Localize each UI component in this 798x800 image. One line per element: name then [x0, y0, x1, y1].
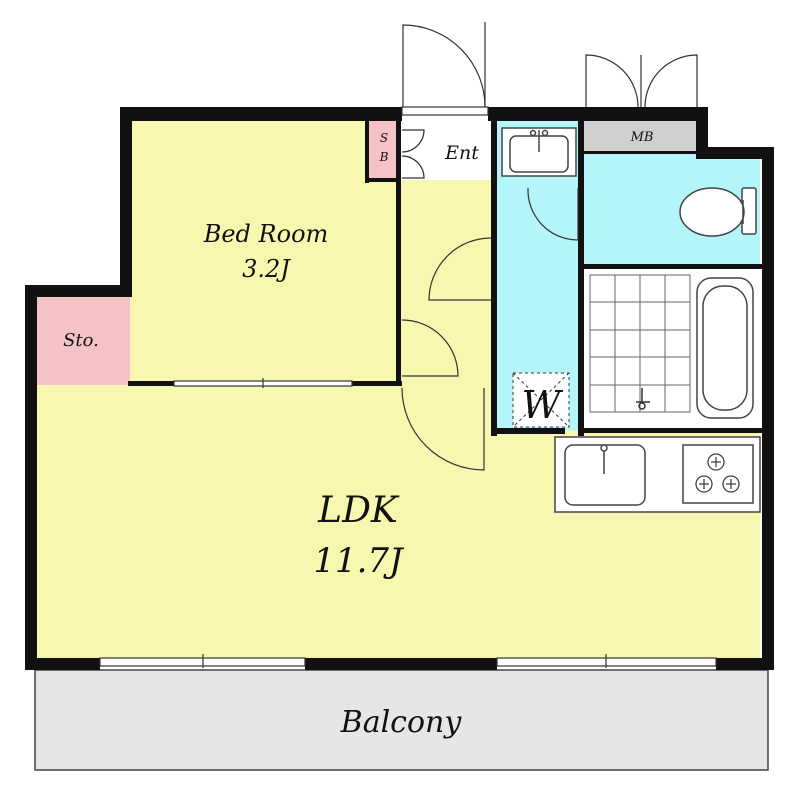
- storage-label: Sto.: [63, 330, 99, 351]
- faucet-icon: [636, 388, 650, 410]
- shoe-box-label-line1: S: [380, 131, 388, 145]
- ldk-size: 11.7J: [313, 541, 405, 581]
- door-swings: [401, 22, 698, 471]
- balcony-label: Balcony: [340, 705, 463, 740]
- bathroom-tiles: [589, 274, 691, 413]
- washbasin-icon: [501, 127, 577, 177]
- stove-burners-icon: [695, 453, 740, 493]
- washer-space: [512, 372, 570, 428]
- windows: [99, 106, 717, 668]
- shoe-box-label-line2: B: [379, 150, 389, 164]
- exterior-walls: [25, 107, 774, 670]
- kitchen-counter: [554, 436, 761, 513]
- balcony-floor: [34, 669, 769, 771]
- washer-label: W: [521, 383, 563, 427]
- shoe-box-floor: [368, 120, 400, 180]
- meter-box-floor: [584, 120, 696, 152]
- entrance-label: Ent: [444, 142, 479, 164]
- bedroom-size: 3.2J: [242, 255, 291, 283]
- bedroom-floor: [130, 120, 400, 385]
- meter-box-label: MB: [630, 130, 654, 145]
- interior-walls: [128, 121, 762, 436]
- toilet-icon: [679, 187, 757, 237]
- bathtub-icon: [696, 277, 754, 419]
- bathroom-floor: [584, 270, 760, 430]
- ldk-name: LDK: [317, 490, 400, 531]
- hallway-floor: [400, 180, 495, 385]
- storage-floor: [35, 295, 130, 385]
- bedroom-name: Bed Room: [203, 220, 329, 248]
